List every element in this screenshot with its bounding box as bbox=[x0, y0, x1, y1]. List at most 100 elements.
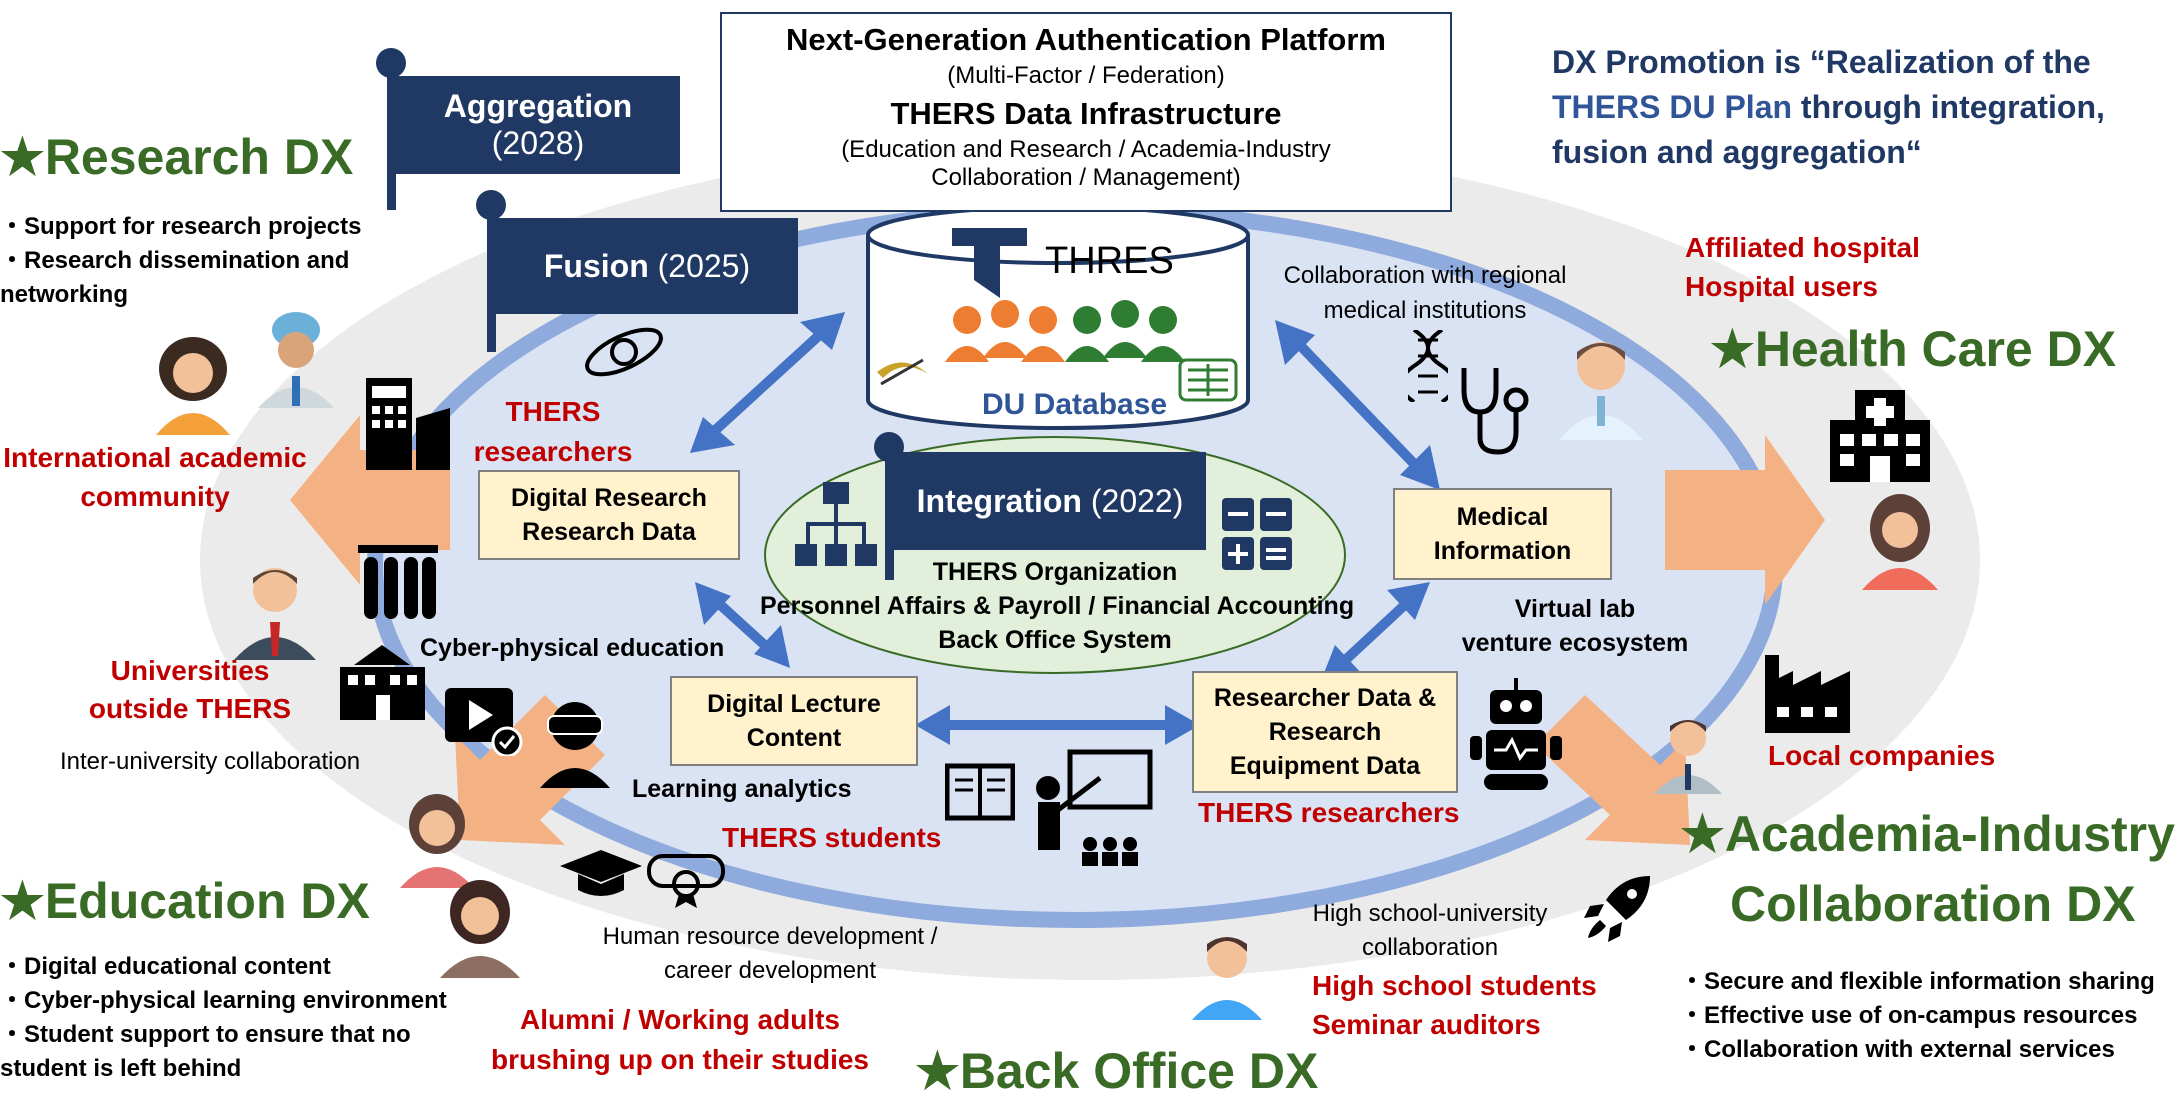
thers-researchers-1-line-2: researchers bbox=[473, 436, 633, 467]
human-resource-line-1: Human resource development / bbox=[602, 923, 938, 950]
researcher-man-turban-avatar bbox=[256, 308, 336, 408]
medical-information-box: Medical Information bbox=[1393, 488, 1612, 580]
platform-title: Next-Generation Authentication Platform bbox=[786, 22, 1386, 57]
digital-research-line-1: Digital Research bbox=[511, 484, 707, 512]
hospital-icon bbox=[1830, 390, 1930, 482]
aggregation-flag: Aggregation (2028) bbox=[396, 76, 680, 174]
orbit-icon bbox=[582, 318, 667, 383]
dx-promotion-2a: THERS DU Plan bbox=[1552, 89, 1793, 125]
digital-lecture-box: Digital Lecture Content bbox=[670, 676, 918, 766]
academia-bullet-1: ・Secure and flexible information sharing bbox=[1680, 968, 2155, 995]
researcher-data-line-2: Research bbox=[1268, 718, 1382, 746]
platform-subtitle: (Multi-Factor / Federation) bbox=[947, 62, 1225, 89]
academia-bullet-3: ・Collaboration with external services bbox=[1680, 1036, 2115, 1063]
collab-regional-label: Collaboration with regional medical inst… bbox=[1255, 258, 1595, 328]
researcher-data-line-1: Researcher Data & bbox=[1213, 684, 1437, 712]
education-bullet-4: student is left behind bbox=[0, 1055, 242, 1082]
factory-icon bbox=[1765, 655, 1850, 733]
database-brand: THRES bbox=[1045, 240, 1174, 282]
education-bullet-2: ・Cyber-physical learning environment bbox=[0, 987, 447, 1014]
aggregation-flag-pole bbox=[387, 70, 396, 210]
graduation-cap-icon bbox=[560, 850, 642, 900]
blue-arrows bbox=[690, 312, 1440, 745]
thers-researchers-1-line-1: THERS bbox=[505, 396, 601, 427]
high-school-collab-line-2: collaboration bbox=[1361, 934, 1499, 961]
test-tubes-icon bbox=[358, 545, 438, 625]
dx-promotion-3: fusion and aggregation“ bbox=[1552, 134, 1922, 170]
thres-logo-icon bbox=[952, 228, 1027, 298]
thers-researchers-label-2: THERS researchers bbox=[1198, 797, 1460, 828]
diploma-icon bbox=[645, 850, 727, 908]
education-dx-bullets: ・Digital educational content ・Cyber-phys… bbox=[0, 950, 447, 1086]
high-school-student-avatar bbox=[1190, 928, 1264, 1020]
integration-line-1: THERS Organization bbox=[932, 558, 1178, 586]
research-dx-bullets: ・Support for research projects ・Research… bbox=[0, 210, 361, 312]
calculator-icon bbox=[1222, 498, 1292, 570]
integration-line-3: Back Office System bbox=[938, 626, 1172, 654]
vr-person-icon bbox=[540, 698, 610, 788]
academia-dx-bullets: ・Secure and flexible information sharing… bbox=[1680, 965, 2155, 1067]
medical-line-2: Information bbox=[1433, 537, 1572, 565]
platform-box: Next-Generation Authentication Platform … bbox=[720, 12, 1452, 212]
human-resource-label: Human resource development / career deve… bbox=[570, 920, 970, 988]
universities-outside-label: Universities outside THERS bbox=[80, 652, 300, 728]
dna-icon bbox=[1399, 328, 1457, 404]
education-dx-title: ★Education DX bbox=[0, 873, 370, 929]
virtual-lab-line-2: venture ecosystem bbox=[1461, 629, 1689, 657]
back-office-dx-title: ★Back Office DX bbox=[915, 1043, 1319, 1099]
integration-center-text: THERS Organization Personnel Affairs & P… bbox=[760, 555, 1355, 657]
thers-researchers-label-1: THERS researchers bbox=[468, 392, 638, 472]
lecture-line-1: Digital Lecture bbox=[707, 690, 881, 718]
arrow-to-health bbox=[1665, 435, 1825, 605]
professor-avatar bbox=[230, 560, 320, 660]
research-bullet-3: networking bbox=[0, 281, 129, 308]
du-database-cylinder bbox=[866, 205, 1250, 430]
affiliated-label: Affiliated hospital Hospital users bbox=[1685, 228, 1920, 306]
collab-regional-line-1: Collaboration with regional bbox=[1283, 262, 1567, 289]
integration-flag: Integration (2022) bbox=[894, 452, 1206, 550]
alumni-label: Alumni / Working adults brushing up on t… bbox=[470, 1000, 890, 1080]
alumni-line-1: Alumni / Working adults bbox=[520, 1004, 840, 1035]
medical-line-1: Medical bbox=[1456, 503, 1549, 531]
university-seal-icon bbox=[1178, 358, 1238, 402]
high-school-collab-line-1: High school-university bbox=[1312, 900, 1548, 927]
teacher-board-icon bbox=[1030, 748, 1155, 873]
building-document-icon bbox=[366, 378, 450, 470]
dx-promotion-1a: DX Promotion is bbox=[1552, 44, 1810, 80]
video-play-icon bbox=[445, 688, 523, 758]
alumni-line-2: brushing up on their studies bbox=[491, 1044, 869, 1075]
aggregation-name: Aggregation bbox=[443, 88, 633, 124]
academia-dx-title-1: ★Academia-Industry bbox=[1680, 806, 2175, 862]
infrastructure-subtitle-2: Collaboration / Management) bbox=[931, 164, 1241, 191]
high-school-students-line-1: High school students bbox=[1312, 970, 1597, 1001]
integration-line-2: Personnel Affairs & Payroll / Financial … bbox=[760, 592, 1355, 620]
database-label: DU Database bbox=[982, 388, 1168, 421]
robot-icon bbox=[1470, 678, 1562, 790]
book-icon bbox=[944, 760, 1016, 822]
working-adult-avatar bbox=[438, 878, 522, 978]
fusion-flag-pole bbox=[487, 212, 496, 352]
affiliated-line-1: Affiliated hospital bbox=[1685, 232, 1920, 263]
fusion-name: Fusion bbox=[543, 247, 649, 284]
business-man-avatar bbox=[1652, 712, 1724, 794]
student-woman-avatar bbox=[398, 790, 476, 888]
virtual-lab-label: Virtual lab venture ecosystem bbox=[1450, 592, 1700, 660]
integration-name: Integration bbox=[916, 482, 1082, 519]
dx-promotion-2b: through integration, bbox=[1792, 89, 2105, 125]
health-dx-title: ★Health Care DX bbox=[1710, 321, 2117, 377]
dx-promotion-text: DX Promotion is “Realization of the THER… bbox=[1552, 40, 2105, 175]
integration-flag-pole bbox=[885, 455, 894, 580]
aggregation-year: (2028) bbox=[491, 125, 585, 161]
stethoscope-icon bbox=[1458, 368, 1530, 456]
education-bullet-1: ・Digital educational content bbox=[0, 953, 331, 980]
university-logo-icon bbox=[875, 352, 930, 392]
local-companies-label: Local companies bbox=[1768, 740, 1996, 771]
researcher-data-box: Researcher Data & Research Equipment Dat… bbox=[1192, 671, 1458, 793]
dx-promotion-1b: “Realization of the bbox=[1809, 44, 2091, 80]
org-chart-icon bbox=[795, 482, 877, 572]
infrastructure-subtitle-1: (Education and Research / Academia-Indus… bbox=[841, 136, 1331, 163]
rocket-icon bbox=[1582, 872, 1654, 944]
digital-research-line-2: Research Data bbox=[522, 518, 696, 546]
virtual-lab-line-1: Virtual lab bbox=[1514, 595, 1636, 623]
universities-line-1: Universities bbox=[110, 655, 270, 686]
